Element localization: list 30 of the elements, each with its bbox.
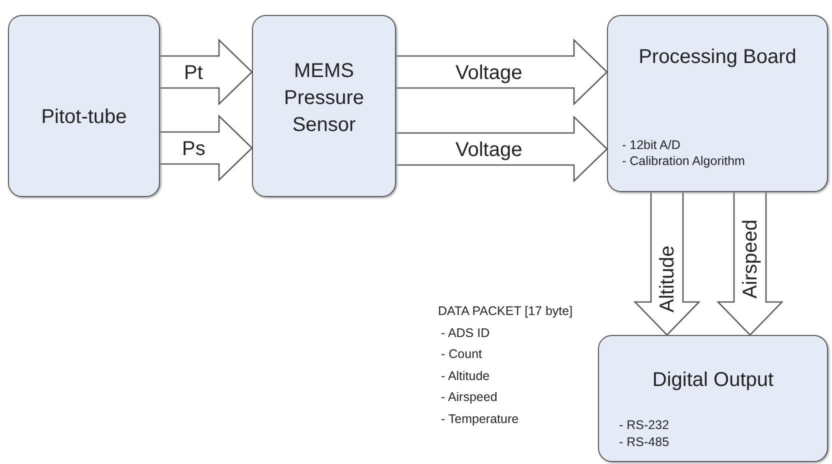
process-box: [607, 15, 828, 192]
box-title: MEMS Pressure Sensor: [282, 59, 366, 138]
box-note: - Calibration Algorithm: [622, 154, 746, 168]
list-item: - Temperature: [441, 412, 519, 425]
box-note: - 12bit A/D: [622, 138, 682, 152]
block-arrow: [633, 191, 701, 336]
block-arrow: [716, 191, 784, 336]
note-heading: DATA PACKET [17 byte]: [438, 305, 573, 318]
process-box: [598, 335, 828, 462]
list-item: - Count: [441, 348, 482, 360]
block-arrow: [395, 38, 608, 106]
box-note: - RS-232: [619, 418, 670, 432]
block-arrow: [159, 114, 253, 182]
box-title: Pitot-tube: [40, 105, 128, 130]
block-arrow: [395, 115, 608, 183]
process-box: [252, 15, 396, 197]
edge-label: Ps: [182, 139, 206, 159]
edge-label: Pt: [184, 63, 203, 83]
box-title: Digital Output: [651, 368, 775, 393]
list-item: - ADS ID: [441, 326, 490, 339]
edge-label: Voltage: [456, 140, 522, 160]
process-box: [8, 15, 160, 197]
block-arrow: [159, 38, 253, 106]
list-item: - Airspeed: [441, 391, 498, 404]
edge-label: Airspeed: [740, 220, 760, 298]
list-item: - Altitude: [441, 370, 490, 382]
edge-label: Voltage: [456, 63, 522, 83]
edge-label: Altitude: [656, 246, 677, 312]
box-note: - RS-485: [619, 435, 670, 449]
box-title: Processing Board: [638, 45, 798, 70]
